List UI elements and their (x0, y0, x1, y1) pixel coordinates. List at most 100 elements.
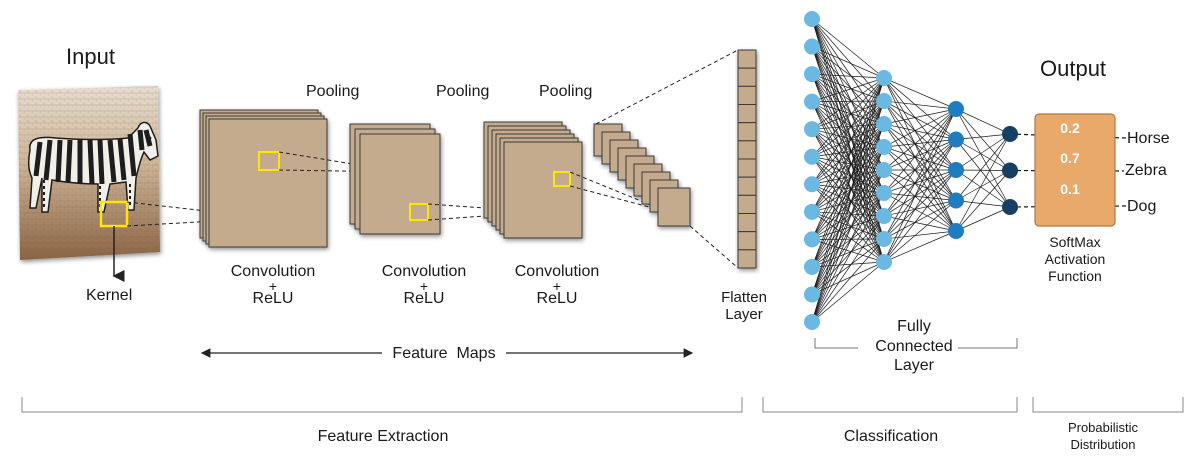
network-edge (811, 101, 885, 171)
softmax-label-line2: Activation (1045, 251, 1106, 267)
network-edge (955, 170, 1011, 232)
network-edge (811, 169, 885, 268)
network-edge (883, 192, 957, 232)
network-edge (883, 108, 957, 171)
network-edge (883, 192, 957, 201)
probabilistic-label-line2: Distribution (1070, 437, 1135, 452)
network-edge (883, 123, 957, 171)
feature-map-stack-2 (349, 123, 441, 235)
network-edge (883, 200, 957, 217)
network-edge (811, 100, 885, 323)
hidden-neuron-2 (948, 101, 964, 117)
feature-extraction-bracket (21, 397, 743, 413)
probabilistic-bracket (1032, 397, 1184, 413)
network-edge (883, 108, 957, 148)
network-edge (811, 156, 885, 194)
network-edge (883, 169, 957, 217)
network-edge (955, 139, 1011, 171)
flatten-cell (737, 49, 757, 69)
input-neuron (804, 66, 820, 83)
network-edge (883, 139, 957, 217)
flatten-label-line2: Layer (725, 306, 763, 323)
network-edge (811, 101, 885, 125)
network-edge (811, 146, 885, 323)
network-edge (811, 46, 885, 171)
network-edge (883, 108, 957, 194)
conv-label-2-line1: Convolution (382, 263, 467, 280)
network-edge (883, 146, 957, 171)
feature-extraction-label: Feature Extraction (318, 428, 449, 445)
hidden-neuron-1 (876, 254, 892, 270)
network-edge (811, 100, 885, 240)
input-neuron (804, 314, 820, 330)
network-edge (811, 169, 885, 240)
network-edge (883, 123, 957, 140)
network-edge (883, 200, 957, 240)
input-neuron (804, 286, 820, 303)
network-edge (883, 169, 957, 263)
network-edge (883, 77, 957, 171)
input-neuron (804, 38, 820, 55)
conv-label-2-line3: ReLU (404, 290, 445, 307)
hidden-neuron-1 (876, 116, 892, 132)
network-edge (811, 77, 885, 102)
network-edge (811, 77, 885, 185)
network-edge (811, 77, 885, 323)
network-edge (811, 183, 885, 194)
network-edge (955, 133, 1011, 171)
network-edge (811, 192, 885, 295)
kernel-box-3 (409, 203, 429, 221)
network-edge (811, 73, 885, 79)
network-edge (811, 18, 885, 148)
network-edge (955, 206, 1011, 232)
projection-lines-1 (126, 201, 269, 227)
network-edge (811, 100, 885, 268)
network-edge (811, 73, 885, 194)
network-edge (955, 170, 1011, 201)
class-dog: Dog (1127, 198, 1156, 215)
flatten-cell (737, 104, 757, 124)
output-neuron (1002, 162, 1018, 179)
network-edge (811, 46, 885, 194)
network-edge (811, 123, 885, 295)
flatten-cell (737, 85, 757, 106)
network-edge (811, 128, 885, 171)
network-edge (811, 215, 885, 323)
flatten-cell (737, 67, 757, 87)
softmax-box (1034, 113, 1116, 227)
input-neuron (804, 93, 820, 110)
network-edge (811, 18, 885, 102)
network-edge (811, 46, 885, 125)
network-edge (811, 46, 885, 79)
hidden-neuron-1 (876, 93, 892, 109)
input-neuron (804, 258, 820, 275)
network-edge (811, 101, 885, 148)
feature-maps-label: Feature Maps (392, 345, 495, 362)
hidden-neuron-1 (876, 208, 892, 224)
network-edge (811, 46, 885, 102)
flatten-layer (737, 49, 757, 269)
flatten-label-line1: Flatten (721, 289, 767, 306)
pooling-label-3: Pooling (539, 83, 592, 100)
network-edge (811, 100, 885, 102)
network-edge (883, 200, 957, 263)
conv-label-3-line2: + (553, 278, 561, 294)
class-zebra: Zebra (1125, 162, 1167, 179)
softmax-label-line1: SoftMax (1049, 234, 1100, 250)
network-edge (955, 133, 1011, 232)
network-edge (883, 230, 957, 263)
network-edge (811, 261, 885, 323)
fc-label-line2: Connected (875, 338, 952, 355)
network-neurons (804, 11, 1018, 330)
pooling-label-1: Pooling (306, 83, 359, 100)
network-edge (811, 192, 885, 323)
network-edge (811, 192, 885, 268)
network-edge (811, 73, 885, 125)
network-edge (811, 77, 885, 268)
network-edge (811, 123, 885, 323)
network-edge (955, 139, 1011, 208)
network-edge (811, 77, 885, 212)
prob-horse: 0.2 (1060, 120, 1080, 136)
